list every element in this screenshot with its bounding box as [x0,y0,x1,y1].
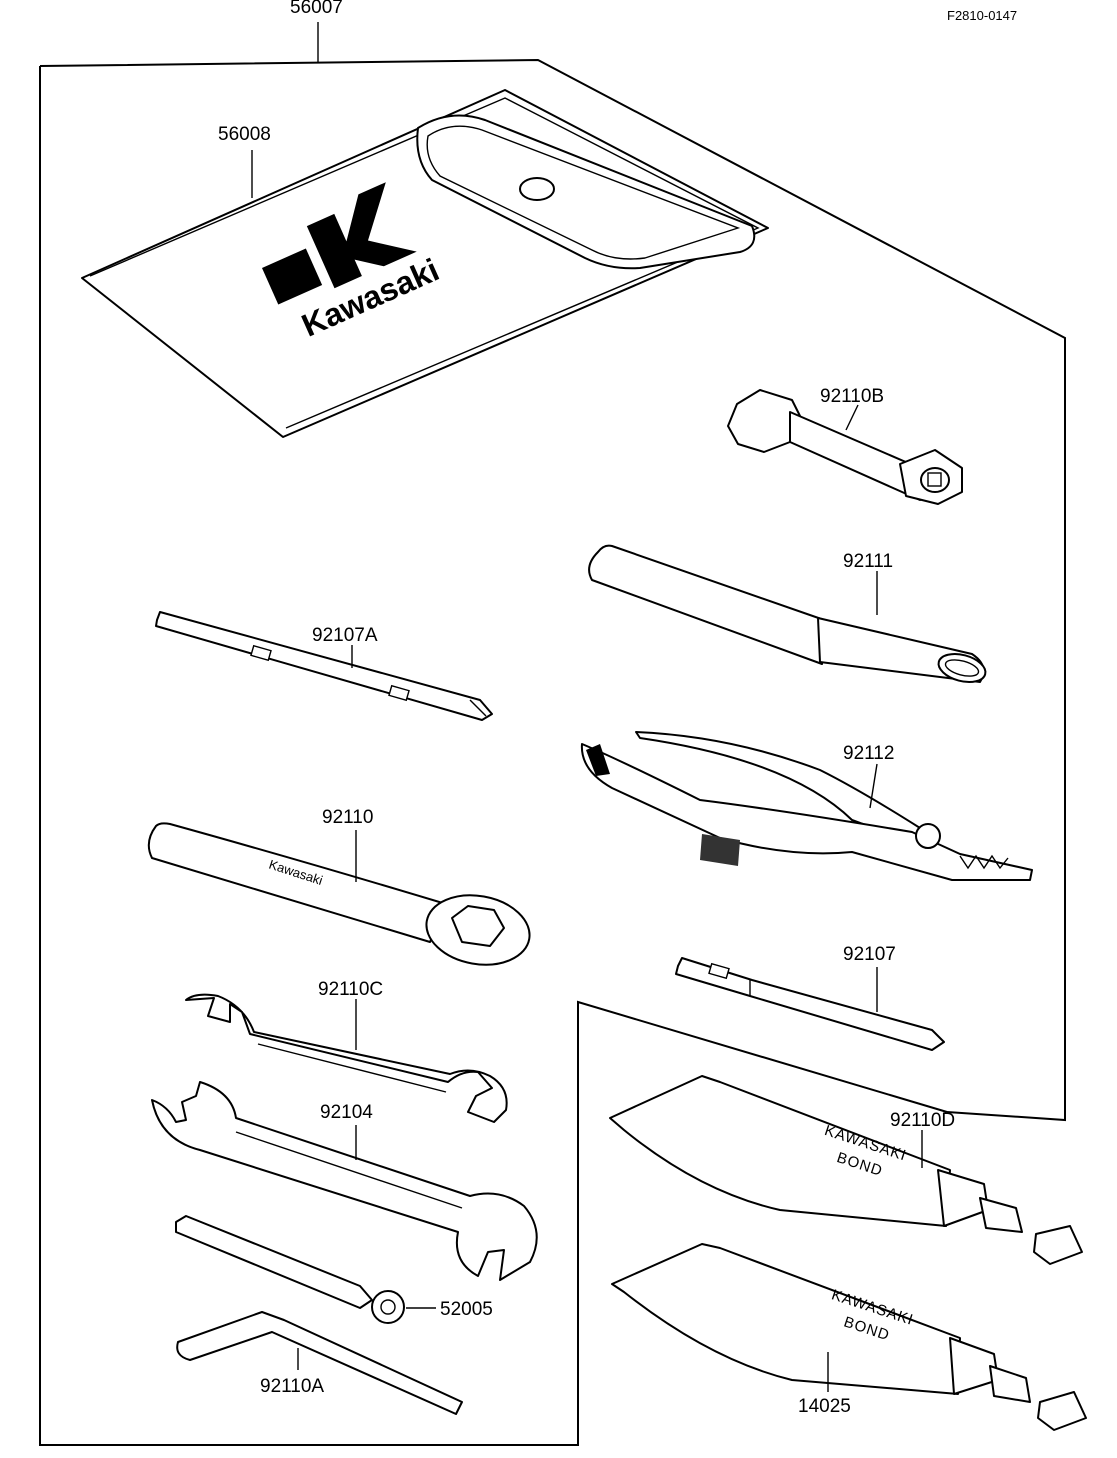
open-wrench-92110C [185,993,508,1123]
screwdriver-92107A [155,611,493,721]
label-92107A: 92107A [312,625,378,646]
label-92110B: 92110B [820,386,884,407]
label-56007: 56007 [290,0,343,18]
label-92107: 92107 [843,944,896,965]
label-56008: 56008 [218,124,271,145]
label-92110D: 92104 [320,1102,373,1123]
tool-pouch: Kawasaki [81,89,769,438]
bond-tube-14025: KAWASAKI BOND [611,1243,1087,1431]
label-92111: 92111 [843,551,893,572]
screwdriver-92107 [675,957,945,1051]
pliers-92112 [580,731,1033,881]
label-92110C: 92110C [318,979,383,1000]
label-52005: 52005 [440,1299,493,1320]
bond-tube-92104: KAWASAKI BOND [609,1075,1083,1265]
label-92110: 92110 [322,807,373,828]
hex-key-92110A [176,1311,463,1415]
socket-wrench-92110B [727,389,963,505]
kit-boundary-lower [39,66,948,1446]
leader-92110B [845,404,859,431]
label-92112: 92112 [843,743,894,764]
figure-code: F2810-0147 [947,8,1017,23]
label-14025: 14025 [798,1396,851,1417]
extension-bar-92111 [588,544,987,684]
open-wrench-92110D [151,1081,538,1281]
kit-boundary [39,58,1066,1122]
box-wrench-92110: Kawasaki [147,822,531,966]
spark-plug-tool-52005 [175,1215,405,1324]
label-92110A: 92110A [260,1376,324,1397]
label-92104: 92110D [890,1110,955,1131]
leader-92112 [869,763,878,809]
